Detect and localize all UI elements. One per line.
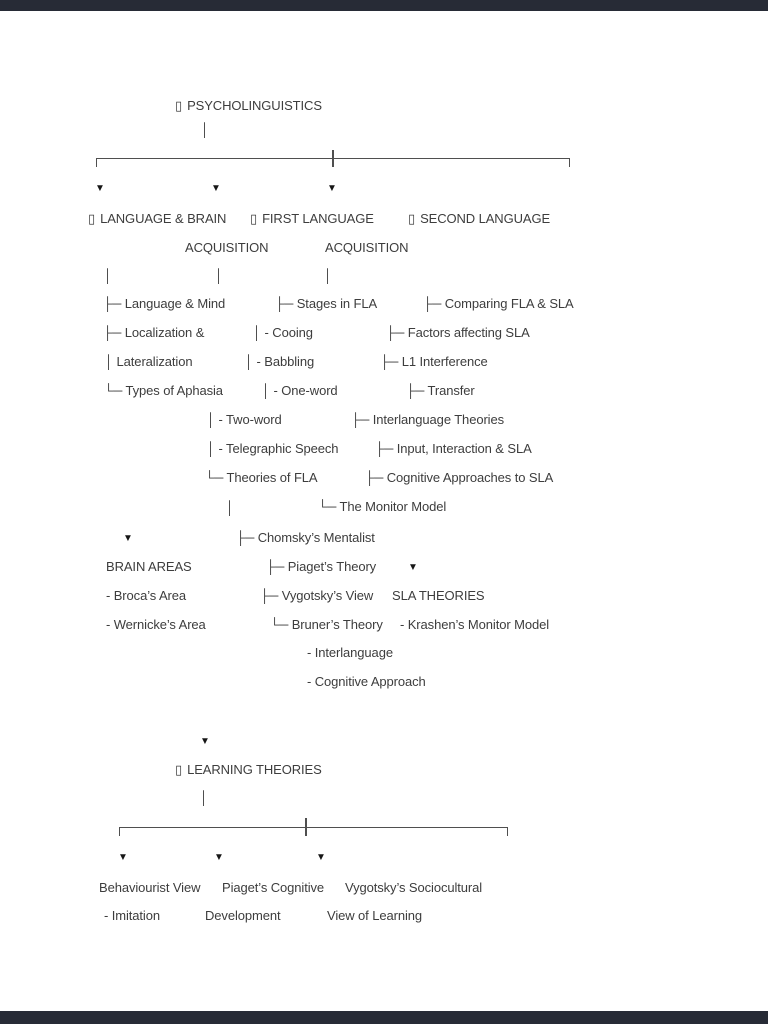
viewer-bottom-bar [0,1011,768,1024]
tree-item: │ - One-word [262,383,338,398]
tree-item: │ - Babbling [245,354,315,369]
connector-line [119,827,120,836]
tree-item: Piaget’s Cognitive [222,880,325,895]
arrow-down-icon: ▼ [211,183,221,194]
tree-item: ├─ Piaget’s Theory [266,559,377,574]
tree-item: Development [205,908,281,923]
connector-line [332,150,334,167]
tree-item: Behaviourist View [99,880,201,895]
connector-pipe: │ [324,268,333,283]
tree-item: └─ Types of Aphasia [104,383,223,398]
branch-title-cont: ACQUISITION [185,240,269,255]
arrow-down-icon: ▼ [95,183,105,194]
tree-item: - Imitation [104,908,160,923]
arrow-down-icon: ▼ [408,562,418,573]
tree-item: └─ Bruner’s Theory [270,617,383,632]
tree-item: - Interlanguage [307,645,393,660]
tree-item: - Broca’s Area [106,588,187,603]
arrow-down-icon: ▼ [214,852,224,863]
tree-item: ├─ Stages in FLA [275,296,378,311]
tree-item: │ - Telegraphic Speech [207,441,339,456]
tree-item: ├─ Factors affecting SLA [386,325,530,340]
tree-item: │ Lateralization [105,354,193,369]
root-title-label: PSYCHOLINGUISTICS [187,98,322,113]
tree-item: - Cognitive Approach [307,674,426,689]
tree-item: └─ The Monitor Model [318,499,447,514]
tree-item: ├─ Interlanguage Theories [351,412,504,427]
root-title: ▯ PSYCHOLINGUISTICS [175,98,322,114]
tree-item: Vygotsky’s Sociocultural [345,880,483,895]
connector-line [119,827,508,828]
connector-pipe: │ [215,268,224,283]
viewer-top-bar [0,0,768,11]
tree-item: ├─ Comparing FLA & SLA [423,296,574,311]
tree-item: ├─ Language & Mind [103,296,226,311]
tree-item: └─ Theories of FLA [205,470,318,485]
arrow-down-icon: ▼ [123,533,133,544]
connector-line [96,158,97,167]
missing-glyph-icon: ▯ [88,211,96,226]
connector-pipe: │ [226,500,235,515]
brain-areas-title: BRAIN AREAS [106,559,192,574]
missing-glyph-icon: ▯ [175,98,183,113]
connector-pipe: │ [201,122,210,137]
tree-item: - Wernicke’s Area [106,617,206,632]
tree-item: ├─ Vygotsky’s View [260,588,374,603]
tree-item: ├─ Cognitive Approaches to SLA [365,470,554,485]
connector-line [507,827,508,836]
missing-glyph-icon: ▯ [408,211,416,226]
connector-pipe: │ [104,268,113,283]
tree-item: View of Learning [327,908,423,923]
missing-glyph-icon: ▯ [175,762,183,777]
branch-title-second-language: ▯SECOND LANGUAGE [408,211,551,226]
connector-line [569,158,570,167]
tree-item: ├─ Transfer [406,383,475,398]
tree-item: - Krashen’s Monitor Model [400,617,549,632]
branch-title-language-brain: ▯LANGUAGE & BRAIN [88,211,227,226]
tree-item: │ - Two-word [207,412,282,427]
arrow-down-icon: ▼ [118,852,128,863]
branch-title-cont: ACQUISITION [325,240,409,255]
tree-item: ├─ L1 Interference [380,354,488,369]
arrow-down-icon: ▼ [327,183,337,194]
tree-item: ├─ Input, Interaction & SLA [375,441,532,456]
connector-line [305,818,307,836]
connector-pipe: │ [200,790,209,805]
tree-item: ├─ Localization & [103,325,205,340]
arrow-down-icon: ▼ [316,852,326,863]
branch-title-first-language: ▯FIRST LANGUAGE [250,211,374,226]
tree-item: │ - Cooing [253,325,313,340]
missing-glyph-icon: ▯ [250,211,258,226]
arrow-down-icon: ▼ [200,736,210,747]
learning-theories-title: ▯LEARNING THEORIES [175,762,322,777]
tree-item: ├─ Chomsky’s Mentalist [236,530,375,545]
sla-theories-title: SLA THEORIES [392,588,485,603]
